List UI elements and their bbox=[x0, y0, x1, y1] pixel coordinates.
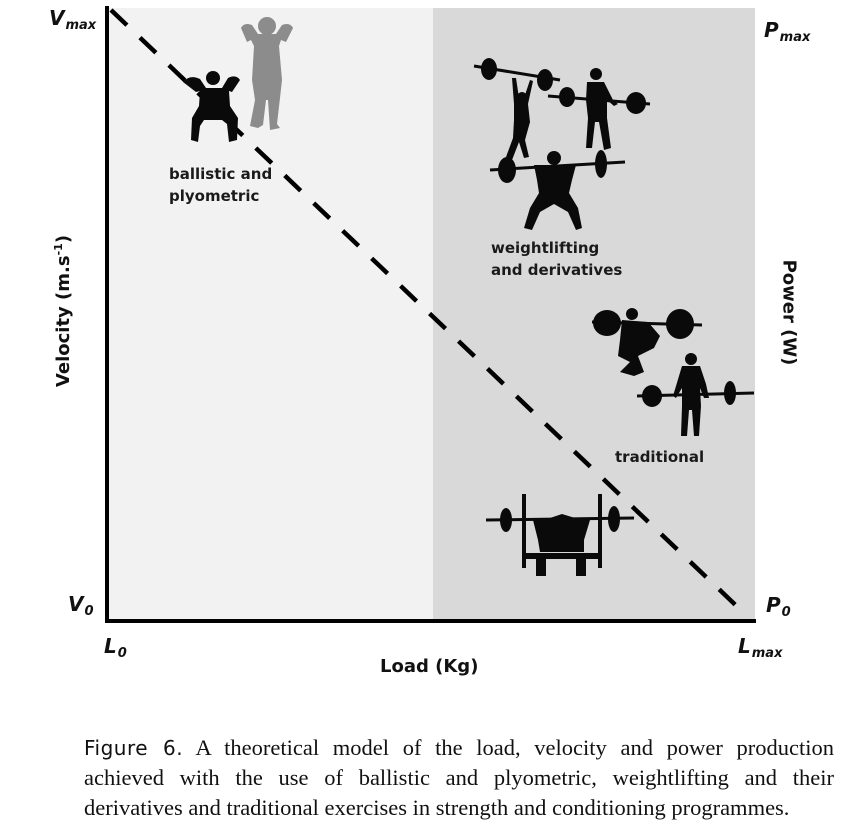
caption-line-1: Figure 6. A theoretical model of the loa… bbox=[84, 735, 834, 760]
load-velocity-power-diagram: Vmax V0 L0 Lmax Pmax P0 Velocity (m.s-1)… bbox=[49, 6, 811, 677]
clean-pull-lifter-icon bbox=[547, 68, 651, 150]
diagram-canvas bbox=[105, 6, 756, 623]
p-max-label: Pmax bbox=[764, 18, 811, 45]
power-axis-title: Power (W) bbox=[778, 259, 800, 366]
squat-jump-figure-icon bbox=[183, 71, 240, 142]
caption-line-2: achieved with the use of ballistic and p… bbox=[84, 765, 834, 790]
v-zero-label: V0 bbox=[68, 592, 94, 619]
l-zero-label: L0 bbox=[104, 634, 127, 661]
velocity-axis-title: Velocity (m.s-1) bbox=[52, 234, 74, 388]
load-velocity-dashed-line bbox=[109, 8, 747, 616]
figure-number: Figure 6. bbox=[84, 736, 184, 760]
weightlifting-derivatives-label: weightlifting and derivatives bbox=[491, 239, 623, 279]
l-max-label: Lmax bbox=[738, 634, 783, 661]
caption-line-3: derivatives and traditional exercises in… bbox=[84, 795, 790, 820]
standing-jump-figure-icon bbox=[241, 17, 293, 130]
traditional-label: traditional bbox=[615, 448, 705, 466]
ballistic-plyometric-label: ballistic and plyometric bbox=[169, 165, 273, 205]
snatch-lifter-icon bbox=[473, 58, 561, 160]
load-axis-title: Load (Kg) bbox=[380, 656, 479, 677]
deadlift-lifter-icon bbox=[636, 353, 755, 436]
v-max-label: Vmax bbox=[49, 6, 97, 33]
bench-press-lifter-icon bbox=[485, 494, 635, 576]
overhead-squat-lifter-icon bbox=[489, 150, 626, 230]
p-zero-label: P0 bbox=[766, 593, 791, 620]
figure-caption: Figure 6. A theoretical model of the loa… bbox=[84, 733, 834, 823]
back-squat-lifter-icon bbox=[591, 308, 703, 376]
